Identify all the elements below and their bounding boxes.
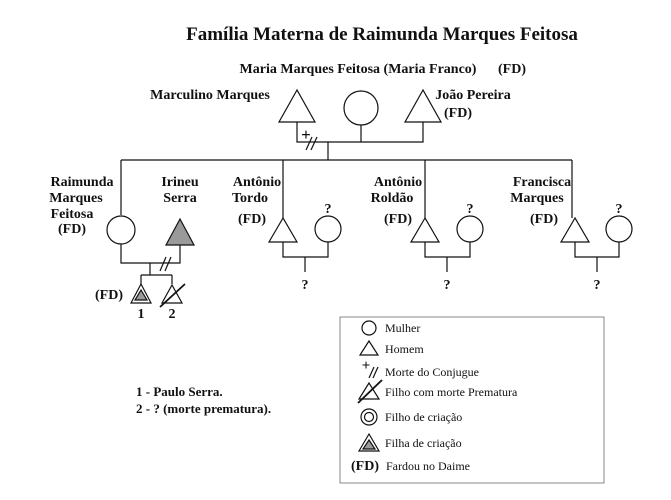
raimunda-fd-tag: (FD) [58, 222, 86, 237]
irineu-name-line-2: Serra [163, 191, 196, 206]
francisca-family-lines [574, 242, 620, 272]
raimunda-name-line-2: Marques [49, 191, 103, 206]
husband2-name: João Pereira [435, 88, 511, 103]
matriarch-fd-tag: (FD) [498, 62, 526, 77]
marriage-lines [296, 122, 424, 143]
antonio-roldao-spouse-circle [456, 215, 484, 243]
raimunda-circle [106, 215, 136, 245]
legend-fd-symbol: (FD) [351, 459, 379, 474]
note-1: 1 - Paulo Serra. [136, 384, 223, 399]
grandchild-1-inner-triangle [133, 288, 149, 301]
irineu-name-line-1: Irineu [161, 175, 199, 190]
diagram-title: Família Materna de Raimunda Marques Feit… [186, 24, 578, 45]
antonio-roldao-family-lines [424, 242, 471, 272]
antonio-roldao-fd-tag: (FD) [384, 212, 412, 227]
francisca-spouse-unknown: ? [616, 202, 623, 217]
divorce-slash-1 [305, 136, 313, 151]
legend-circle-icon [361, 320, 377, 336]
matriarch-circle [343, 90, 379, 126]
grandchild-1-fd-tag: (FD) [95, 288, 123, 303]
antonio-roldao-children-unknown: ? [444, 278, 451, 293]
legend-label-homem: Homem [385, 342, 424, 356]
legend-label-filho-morte-prematura: Filho com morte Prematura [385, 385, 518, 399]
legend-crossed-triangle-icon [357, 381, 381, 400]
francisca-spouse-circle [605, 215, 633, 243]
antonio-roldao-name-line-2: Roldão [371, 191, 414, 206]
antonio-tordo-children-unknown: ? [302, 278, 309, 293]
raimunda-irineu-marriage-line [120, 244, 181, 264]
spouse-death-marker: + [301, 125, 311, 144]
raimunda-name-line-3: Feitosa [51, 207, 94, 222]
legend-label-filho-criacao: Filho de criação [385, 410, 462, 424]
legend-spouse-death-slash-1 [368, 366, 375, 379]
antonio-tordo-family-lines [282, 242, 329, 272]
grandchild-1-label: 1 [138, 307, 145, 322]
legend-double-circle-inner-icon [363, 411, 375, 423]
grandchild-2-label: 2 [169, 307, 176, 322]
legend-label-filha-criacao: Filha de criação [385, 436, 462, 450]
antonio-tordo-name-line-2: Tordo [232, 191, 268, 206]
note-2: 2 - ? (morte prematura). [136, 401, 271, 416]
antonio-tordo-triangle [267, 216, 299, 243]
matriarch-name: Maria Marques Feitosa (Maria Franco) [240, 62, 477, 77]
husband1-name: Marculino Marques [150, 88, 270, 103]
grandchild-2-triangle [160, 283, 184, 304]
sibling-drops [120, 160, 573, 218]
legend-label-fardou: Fardou no Daime [386, 459, 470, 473]
legend-label-morte-conjugue: Morte do Conjugue [385, 365, 479, 379]
legend-box [339, 316, 605, 484]
legend-spouse-death-plus: + [362, 358, 371, 374]
husband1-triangle [277, 88, 317, 123]
divorce-slash-2 [310, 136, 318, 151]
antonio-tordo-spouse-unknown: ? [325, 202, 332, 217]
couple-slash-1 [159, 256, 167, 272]
couple-slash-2 [164, 256, 172, 272]
raimunda-name-line-1: Raimunda [50, 175, 113, 190]
grandchild-2-cross [159, 283, 186, 308]
irineu-triangle [164, 217, 196, 246]
antonio-roldao-triangle [409, 216, 441, 243]
legend-double-triangle-inner-icon [361, 438, 377, 450]
francisca-name-line-1: Francisca [513, 175, 571, 190]
antonio-roldao-spouse-unknown: ? [467, 202, 474, 217]
legend-spouse-death-slash-2 [372, 366, 379, 379]
antonio-roldao-name-line-1: Antônio [374, 175, 422, 190]
antonio-tordo-fd-tag: (FD) [238, 212, 266, 227]
antonio-tordo-name-line-1: Antônio [233, 175, 281, 190]
antonio-tordo-spouse-circle [314, 215, 342, 243]
francisca-name-line-2: Marques [510, 191, 564, 206]
francisca-triangle [559, 216, 591, 243]
francisca-fd-tag: (FD) [530, 212, 558, 227]
legend-cross-line [357, 379, 383, 404]
grandchildren-lines [140, 263, 173, 284]
francisca-children-unknown: ? [594, 278, 601, 293]
legend-label-mulher: Mulher [385, 321, 420, 335]
husband2-fd-tag: (FD) [444, 106, 472, 121]
legend-triangle-icon [358, 339, 380, 356]
